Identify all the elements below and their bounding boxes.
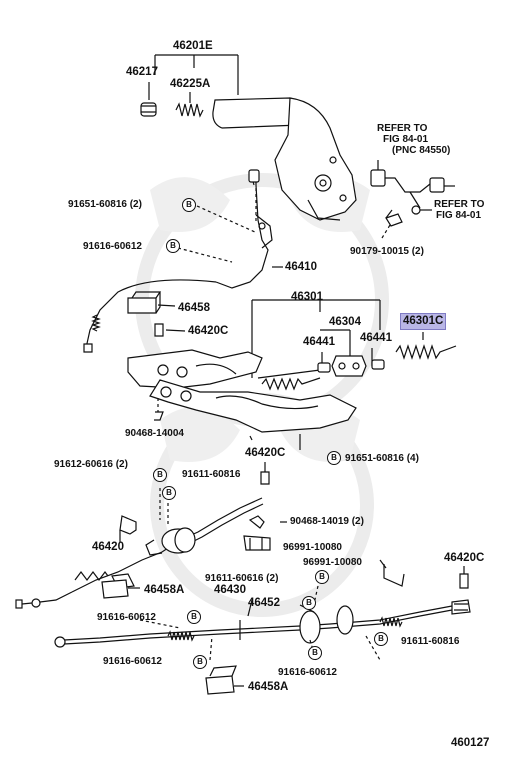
- diagram-id: 460127: [451, 737, 490, 749]
- part-46420-label[interactable]: 46420: [92, 541, 124, 553]
- part-46410-label[interactable]: 46410: [285, 261, 317, 273]
- part-46420C-label[interactable]: 46420C: [188, 325, 229, 337]
- part-91616-60612-label[interactable]: 91616-60612: [97, 612, 156, 623]
- marker-b-circle: B: [166, 239, 180, 253]
- part-90468-14019-label[interactable]: 90468-14019 (2): [290, 516, 364, 527]
- marker-b-circle: B: [308, 646, 322, 660]
- part-46441-label[interactable]: 46441: [303, 336, 335, 348]
- reference-note-2-line-1: REFER TO: [434, 199, 485, 210]
- marker-b-circle: B: [162, 486, 176, 500]
- part-46301-label[interactable]: 46301: [291, 291, 323, 303]
- reference-note-1-line-2: FIG 84-01: [383, 134, 429, 145]
- part-91651-60816-4-label[interactable]: 91651-60816 (4): [345, 453, 419, 464]
- part-46458A-label[interactable]: 46458A: [144, 584, 185, 596]
- part-91611-60816-label[interactable]: 91611-60816: [182, 469, 241, 480]
- part-46430-label[interactable]: 46430: [214, 584, 246, 596]
- part-46301C-highlighted-label[interactable]: 46301C: [400, 313, 447, 330]
- part-46458-label[interactable]: 46458: [178, 302, 210, 314]
- marker-b-circle: B: [327, 451, 341, 465]
- marker-b-circle: B: [187, 610, 201, 624]
- reference-note-1-line-3: (PNC 84550): [392, 145, 451, 156]
- part-46452-label[interactable]: 46452: [248, 597, 280, 609]
- marker-b-circle: B: [315, 570, 329, 584]
- part-91651-60816-label[interactable]: 91651-60816 (2): [68, 199, 142, 210]
- reference-note-2-line-2: FIG 84-01: [436, 210, 482, 221]
- part-90179-10015-label[interactable]: 90179-10015 (2): [350, 246, 424, 257]
- marker-b-circle: B: [193, 655, 207, 669]
- part-91616-60612-label[interactable]: 91616-60612: [103, 656, 162, 667]
- part-96991-10080-label[interactable]: 96991-10080: [303, 557, 362, 568]
- part-46420C-label[interactable]: 46420C: [245, 447, 286, 459]
- marker-b-circle: B: [153, 468, 167, 482]
- part-46217-label[interactable]: 46217: [126, 66, 158, 78]
- part-46304-label[interactable]: 46304: [329, 316, 361, 328]
- part-46441-label[interactable]: 46441: [360, 332, 392, 344]
- part-46420C-label[interactable]: 46420C: [444, 552, 485, 564]
- part-46201E-label[interactable]: 46201E: [173, 40, 213, 52]
- part-46458A-label[interactable]: 46458A: [248, 681, 289, 693]
- part-91616-60612-label[interactable]: 91616-60612: [83, 241, 142, 252]
- part-91612-60616-label[interactable]: 91612-60616 (2): [54, 459, 128, 470]
- reference-note-1-line-1: REFER TO: [377, 123, 428, 134]
- part-91611-60816-label[interactable]: 91611-60816: [401, 636, 460, 647]
- part-91616-60612-label[interactable]: 91616-60612: [278, 667, 337, 678]
- marker-b-circle: B: [374, 632, 388, 646]
- part-90468-14004-label[interactable]: 90468-14004: [125, 428, 184, 439]
- part-96991-10080-label[interactable]: 96991-10080: [283, 542, 342, 553]
- marker-b-circle: B: [302, 596, 316, 610]
- part-46225A-label[interactable]: 46225A: [170, 78, 211, 90]
- part-91611-60616-label[interactable]: 91611-60616 (2): [205, 573, 279, 584]
- marker-b-circle: B: [182, 198, 196, 212]
